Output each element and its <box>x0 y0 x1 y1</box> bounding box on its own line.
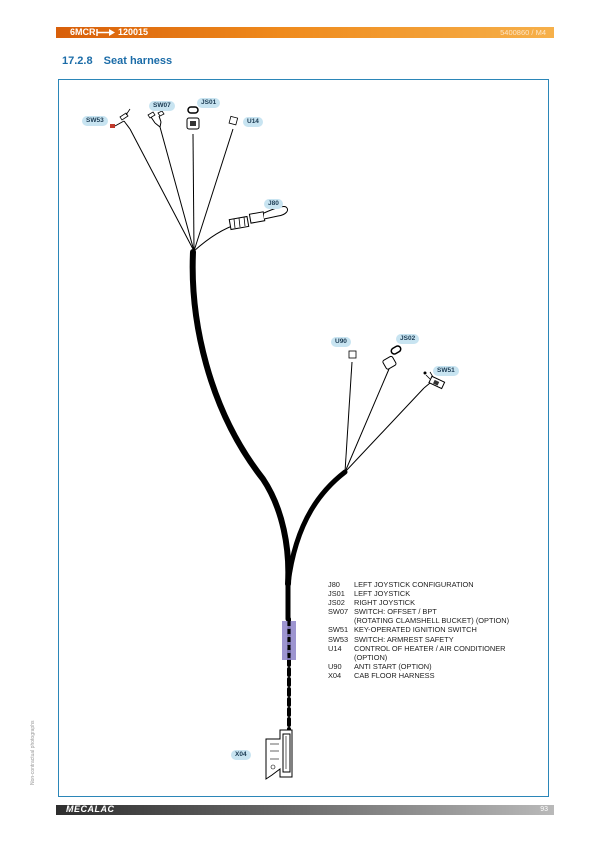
sw07-connector <box>147 110 165 128</box>
u90-connector <box>348 350 357 359</box>
sw51-connector <box>423 371 446 390</box>
brand-logo: MECALAC <box>66 804 115 814</box>
connector-tag-js01: JS01 <box>197 98 221 108</box>
seat-harness-diagram <box>110 106 446 780</box>
section-title: 17.2.8 Seat harness <box>62 55 172 67</box>
connector-tag-j80: J80 <box>264 199 283 209</box>
x04-connector <box>265 729 293 780</box>
footer-bar: MECALAC 93 <box>56 804 554 815</box>
header-doc-ref: 5400860 / M4 <box>500 28 546 37</box>
arrow-right-icon <box>96 29 115 36</box>
u14-connector <box>228 115 239 126</box>
connector-tag-sw07: SW07 <box>149 101 175 111</box>
legend-row: (OPTION) <box>354 652 388 662</box>
section-number: 17.2.8 <box>62 55 93 67</box>
connector-tag-x04: X04 <box>231 750 251 760</box>
connector-tag-sw51: SW51 <box>433 366 459 376</box>
side-note: Non-contractual photographs <box>30 720 36 786</box>
js02-connector <box>382 345 402 370</box>
legend-row: (ROTATING CLAMSHELL BUCKET) (OPTION) <box>354 616 510 626</box>
header-serial: 120015 <box>118 27 149 37</box>
diagram-frame <box>58 79 549 797</box>
section-title-text: Seat harness <box>103 55 173 67</box>
page-number: 93 <box>540 806 548 813</box>
header-bar: 6MCR 120015 5400860 / M4 <box>56 27 554 38</box>
sw53-connector <box>110 108 131 130</box>
connector-tag-u14: U14 <box>243 117 263 127</box>
header-model: 6MCR <box>70 27 96 37</box>
connector-tag-u90: U90 <box>331 337 351 347</box>
right-branch-trunk <box>285 469 348 587</box>
j80-connector <box>228 206 289 231</box>
js01-connector <box>186 106 200 130</box>
connector-tag-sw53: SW53 <box>82 116 108 126</box>
connector-tag-js02: JS02 <box>396 334 420 344</box>
main-trunk <box>189 249 292 587</box>
